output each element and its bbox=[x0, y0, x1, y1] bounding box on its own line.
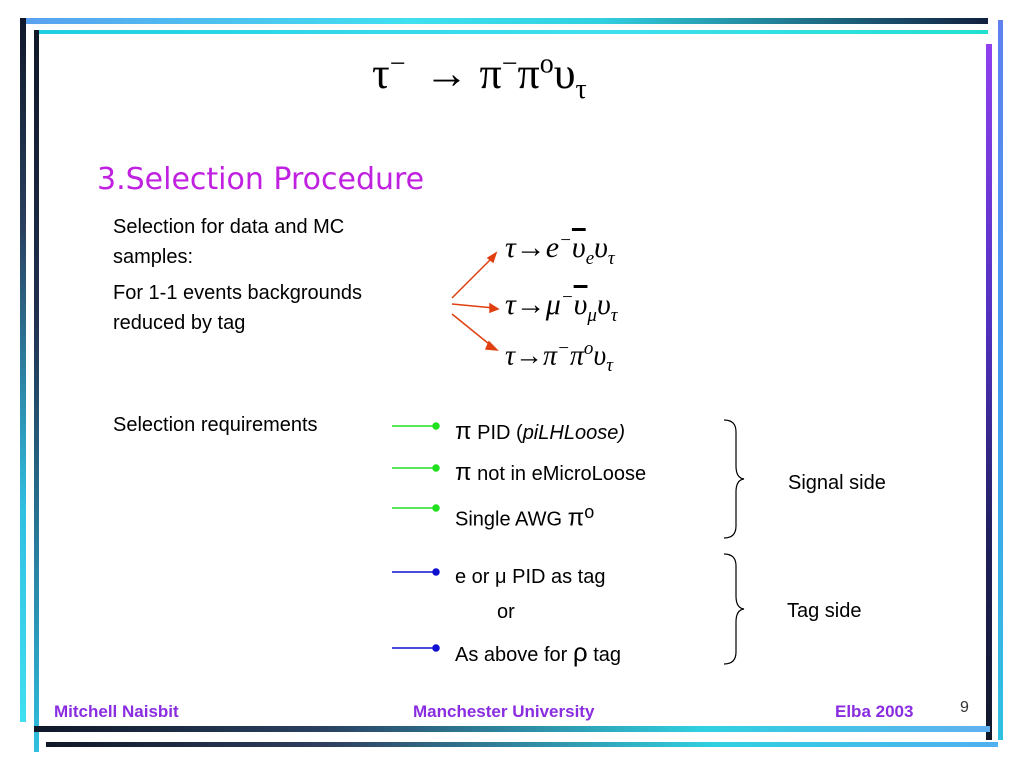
intro-line: For 1-1 events backgrounds bbox=[113, 282, 363, 304]
signal-item-awg: Single AWG πo bbox=[455, 502, 595, 532]
arrowhead-icon bbox=[489, 302, 500, 314]
intro-text: Selection for data and MC samples: For 1… bbox=[113, 212, 362, 338]
tag-item-or: or bbox=[497, 601, 515, 623]
intro-line: reduced by tag bbox=[113, 312, 246, 334]
bullet-dot-icon bbox=[432, 422, 440, 430]
frame-left-bar bbox=[20, 18, 26, 722]
signal-arrows bbox=[392, 422, 440, 512]
signal-item-pid: π PID (piLHLoose) bbox=[455, 418, 625, 445]
arrow-to-pion bbox=[451, 313, 495, 349]
channel-muon: τ→μ−υμυτ bbox=[505, 287, 618, 326]
channel-pion: τ→π−πoυτ bbox=[505, 338, 614, 376]
intro-line: Selection for data and MC bbox=[113, 216, 345, 238]
footer-event: Elba 2003 bbox=[835, 702, 914, 721]
frame-right-bar bbox=[986, 44, 992, 740]
frame-bottom-bar-outer bbox=[46, 742, 998, 747]
arrowhead-icon bbox=[486, 251, 498, 264]
frame-bottom-bar bbox=[34, 726, 990, 732]
frame-top-bar bbox=[20, 18, 988, 24]
footer-author: Mitchell Naisbit bbox=[54, 702, 179, 721]
bullet-dot-icon bbox=[432, 464, 440, 472]
channel-arrows bbox=[451, 251, 500, 351]
footer-institution: Manchester University bbox=[413, 702, 595, 721]
tag-brace-icon bbox=[723, 553, 745, 665]
section-heading: 3.Selection Procedure bbox=[97, 162, 425, 197]
requirements-label: Selection requirements bbox=[113, 414, 318, 436]
tag-item-emu: e or μ PID as tag bbox=[455, 566, 606, 588]
intro-line: samples: bbox=[113, 246, 194, 268]
frame-right-bar-outer bbox=[998, 20, 1003, 740]
arrow-to-muon bbox=[451, 303, 495, 309]
arrowhead-icon bbox=[484, 340, 499, 351]
bullet-dot-icon bbox=[432, 568, 440, 576]
signal-side-label: Signal side bbox=[788, 472, 886, 494]
frame-top-bar-inner bbox=[34, 30, 988, 34]
slide-title-equation: τ− → π−πoυτ bbox=[372, 48, 587, 105]
tag-side-label: Tag side bbox=[787, 600, 862, 622]
tag-item-rho: As above for ρ tag bbox=[455, 637, 621, 667]
signal-brace-icon bbox=[723, 419, 745, 539]
frame-left-bar-inner bbox=[34, 30, 39, 752]
bullet-dot-icon bbox=[432, 504, 440, 512]
arrow-to-electron bbox=[451, 255, 495, 299]
bullet-dot-icon bbox=[432, 644, 440, 652]
channel-electron: τ→e−υeυτ bbox=[505, 230, 615, 269]
page-number: 9 bbox=[960, 699, 969, 716]
signal-item-emicro: π not in eMicroLoose bbox=[455, 459, 647, 486]
tag-arrows bbox=[392, 568, 440, 652]
